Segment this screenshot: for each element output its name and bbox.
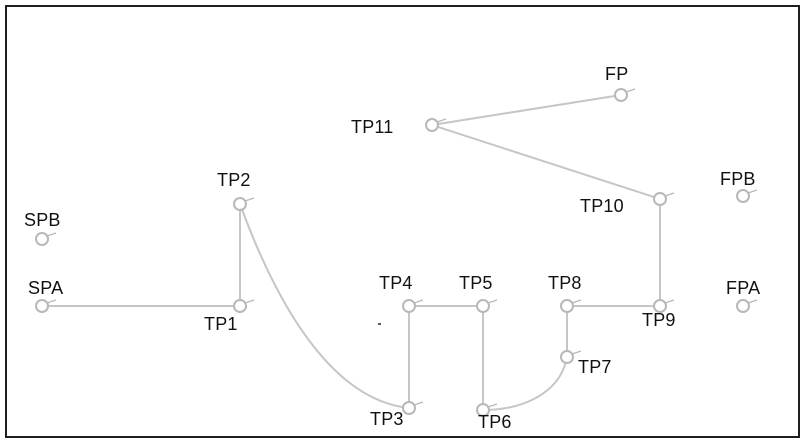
node-marker-icon[interactable] <box>560 350 574 364</box>
node-fpa[interactable]: FPA <box>726 278 760 313</box>
node-tick-mark <box>571 299 582 304</box>
node-label: TP11 <box>351 117 394 137</box>
edge-tp6-tp7 <box>482 356 568 411</box>
node-label: TP10 <box>580 196 624 216</box>
node-tick-mark <box>747 299 758 304</box>
node-tp1[interactable]: TP1 <box>204 299 255 334</box>
node-spa[interactable]: SPA <box>28 278 63 313</box>
node-label: FP <box>605 64 628 84</box>
node-marker-icon[interactable] <box>736 299 750 313</box>
node-spb[interactable]: SPB <box>24 210 61 246</box>
node-marker-icon[interactable] <box>736 189 750 203</box>
edge-tp11-fp <box>431 94 622 126</box>
node-label: TP7 <box>578 357 612 377</box>
node-tick-mark <box>413 299 424 304</box>
node-tp11[interactable]: TP11 <box>351 117 447 137</box>
node-fp[interactable]: FP <box>605 64 636 102</box>
node-label: TP4 <box>379 273 413 293</box>
node-label: TP2 <box>217 170 251 190</box>
node-tp3[interactable]: TP3 <box>370 401 424 429</box>
diagram-border <box>5 5 800 438</box>
node-marker-icon[interactable] <box>425 118 439 132</box>
node-label: TP8 <box>548 273 582 293</box>
node-marker-icon[interactable] <box>35 232 49 246</box>
node-label: TP9 <box>642 310 676 330</box>
node-tick-mark <box>625 88 636 93</box>
node-marker-icon[interactable] <box>233 299 247 313</box>
node-marker-icon[interactable] <box>653 192 667 206</box>
node-fpb[interactable]: FPB <box>720 169 758 203</box>
node-tp8[interactable]: TP8 <box>548 273 582 313</box>
node-tick-mark <box>436 118 447 123</box>
edge-tp2-tp3 <box>239 203 410 409</box>
node-tick-mark <box>487 299 498 304</box>
node-tp6[interactable]: TP6 <box>476 403 512 432</box>
node-tp10[interactable]: TP10 <box>580 192 675 216</box>
node-tick-mark <box>46 299 57 304</box>
node-label: SPB <box>24 210 61 230</box>
node-marker-icon[interactable] <box>233 197 247 211</box>
node-tick-mark <box>244 197 255 202</box>
edges-layer <box>42 94 661 411</box>
node-tp2[interactable]: TP2 <box>217 170 255 211</box>
node-tick-mark <box>244 299 255 304</box>
node-label: FPB <box>720 169 756 189</box>
edge-tp10-tp11 <box>431 124 661 200</box>
node-tick-mark <box>664 192 675 197</box>
node-label: TP1 <box>204 314 238 334</box>
node-marker-icon[interactable] <box>560 299 574 313</box>
node-marker-icon[interactable] <box>35 299 49 313</box>
node-marker-icon[interactable] <box>402 299 416 313</box>
node-tick-mark <box>664 299 675 304</box>
node-label: FPA <box>726 278 760 298</box>
node-marker-icon[interactable] <box>476 299 490 313</box>
node-marker-icon[interactable] <box>653 299 667 313</box>
node-tp9[interactable]: TP9 <box>642 299 676 330</box>
node-label: SPA <box>28 278 63 298</box>
node-marker-icon[interactable] <box>402 401 416 415</box>
stray-mark <box>378 323 381 325</box>
node-tick-mark <box>487 403 498 408</box>
node-tick-mark <box>747 189 758 194</box>
node-label: TP5 <box>459 273 493 293</box>
node-marker-icon[interactable] <box>614 88 628 102</box>
node-marker-icon[interactable] <box>476 403 490 417</box>
node-label: TP3 <box>370 409 404 429</box>
node-label: TP6 <box>478 412 512 432</box>
node-tick-mark <box>571 350 582 355</box>
node-tp4[interactable]: TP4 <box>379 273 424 313</box>
node-tick-mark <box>46 232 57 237</box>
node-tp7[interactable]: TP7 <box>560 350 612 377</box>
node-tp5[interactable]: TP5 <box>459 273 498 313</box>
node-tick-mark <box>413 401 424 406</box>
